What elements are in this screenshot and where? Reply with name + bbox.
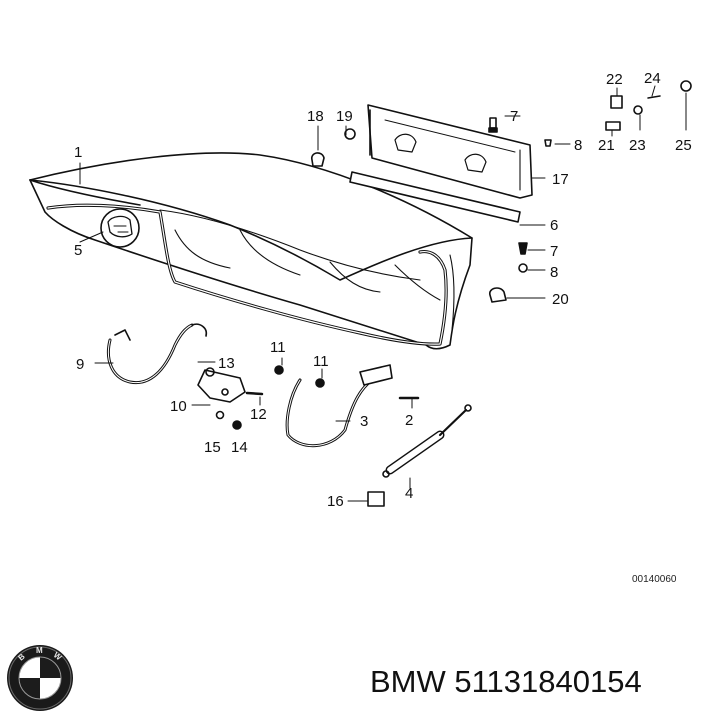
callout-8b: 8: [550, 264, 558, 281]
callout-15: 15: [204, 439, 221, 456]
callout-5: 5: [74, 242, 82, 259]
callout-25: 25: [675, 137, 692, 154]
gas-strut: [382, 404, 472, 478]
callout-17: 17: [552, 171, 569, 188]
callout-23: 23: [629, 137, 646, 154]
hinge-strap: [106, 323, 208, 385]
callout-22: 22: [606, 71, 623, 88]
callout-7a: 7: [510, 108, 518, 125]
svg-text:B: B: [17, 652, 27, 663]
hinge-bracket: [197, 367, 246, 403]
callout-8a: 8: [574, 137, 582, 154]
svg-text:W: W: [52, 650, 64, 662]
part-number-label: BMW 51131840154: [370, 664, 642, 699]
callout-12: 12: [250, 406, 267, 423]
callout-10: 10: [170, 398, 187, 415]
callout-1: 1: [74, 144, 82, 161]
callout-4: 4: [405, 485, 413, 502]
callout-7b: 7: [550, 243, 558, 260]
callout-14: 14: [231, 439, 248, 456]
callout-9: 9: [76, 356, 84, 373]
callout-13: 13: [218, 355, 235, 372]
diagram-reference-code: 00140060: [632, 574, 677, 585]
seal-detail-magnifier: [100, 208, 140, 248]
trunk-seal: [46, 203, 448, 346]
bmw-logo: B M W: [7, 645, 73, 711]
callout-3: 3: [360, 413, 368, 430]
hinge-arm: [285, 364, 393, 448]
callout-labels: 1 2 3 4 5 6 7 7 8 8 9 10 11 11 12 13 14 …: [74, 70, 692, 585]
callout-19: 19: [336, 108, 353, 125]
callout-2: 2: [405, 412, 413, 429]
callout-20: 20: [552, 291, 569, 308]
callout-18: 18: [307, 108, 324, 125]
callout-16: 16: [327, 493, 344, 510]
fasteners: [215, 80, 692, 507]
callout-11a: 11: [270, 339, 286, 356]
trunk-trim-panel: [367, 104, 533, 199]
callout-11b: 11: [313, 353, 329, 370]
callout-24: 24: [644, 70, 661, 87]
callout-6: 6: [550, 217, 558, 234]
trunk-lid-panel: [29, 152, 473, 350]
callout-21: 21: [598, 137, 615, 154]
svg-text:M: M: [36, 646, 43, 655]
trunk-trim-strip: [349, 171, 521, 223]
leader-lines: [79, 85, 687, 502]
